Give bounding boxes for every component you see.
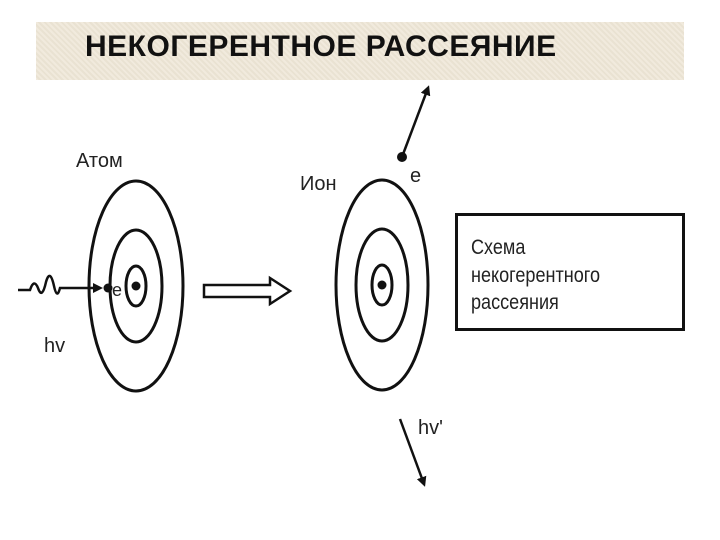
ejected-electron-label: e: [410, 165, 421, 187]
scattered-photon-label: hv': [418, 417, 443, 439]
transition-arrow: [204, 278, 290, 304]
atom-nucleus: [132, 282, 141, 291]
caption-box: Схема некогерентного рассеяния: [455, 213, 685, 331]
atom-model: [89, 181, 183, 391]
caption-text: Схема некогерентного рассеяния: [471, 234, 647, 317]
atom-label: Атом: [76, 150, 123, 172]
incoming-photon-label: hv: [44, 335, 65, 357]
ion-label: Ион: [300, 173, 337, 195]
ion-nucleus: [378, 281, 387, 290]
ejected-electron: [397, 152, 407, 162]
ion-model: [336, 180, 428, 390]
ejected-electron-arrow: [402, 88, 428, 157]
atom-electron-label: e: [112, 280, 122, 300]
